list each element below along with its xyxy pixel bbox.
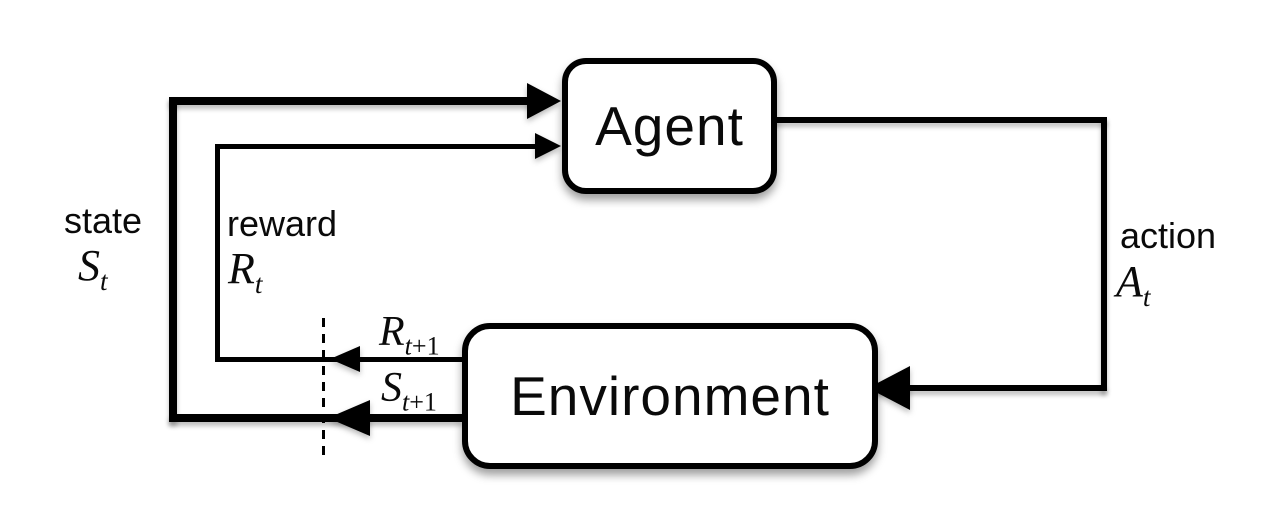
action-line-bottom	[870, 385, 1107, 391]
state-line-vertical	[169, 97, 177, 422]
time-step-boundary-dashed-line	[322, 318, 325, 462]
environment-node: Environment	[462, 323, 878, 469]
reward-line-top	[215, 144, 537, 149]
reward-symbol: Rt	[228, 244, 263, 299]
action-word-label: action	[1120, 215, 1217, 256]
reward-to-agent-arrowhead-icon	[535, 133, 561, 159]
next-reward-arrowhead-icon	[330, 346, 360, 372]
action-line-vertical	[1101, 117, 1107, 391]
next-state-line-bottom	[169, 414, 462, 422]
action-line-top	[765, 117, 1107, 123]
state-line-top	[169, 97, 531, 105]
environment-node-label: Environment	[510, 365, 830, 427]
next-state-arrowhead-icon	[328, 400, 370, 436]
reward-word-label: reward	[227, 203, 338, 244]
next-state-symbol: St+1	[381, 365, 437, 417]
agent-node: Agent	[562, 58, 777, 194]
next-reward-symbol: Rt+1	[379, 309, 440, 361]
action-symbol: At	[1116, 257, 1151, 312]
state-word-label: state	[64, 200, 143, 241]
state-to-agent-arrowhead-icon	[527, 83, 561, 119]
reward-line-vertical	[215, 144, 220, 362]
agent-node-label: Agent	[595, 95, 744, 157]
state-symbol: St	[78, 241, 108, 296]
